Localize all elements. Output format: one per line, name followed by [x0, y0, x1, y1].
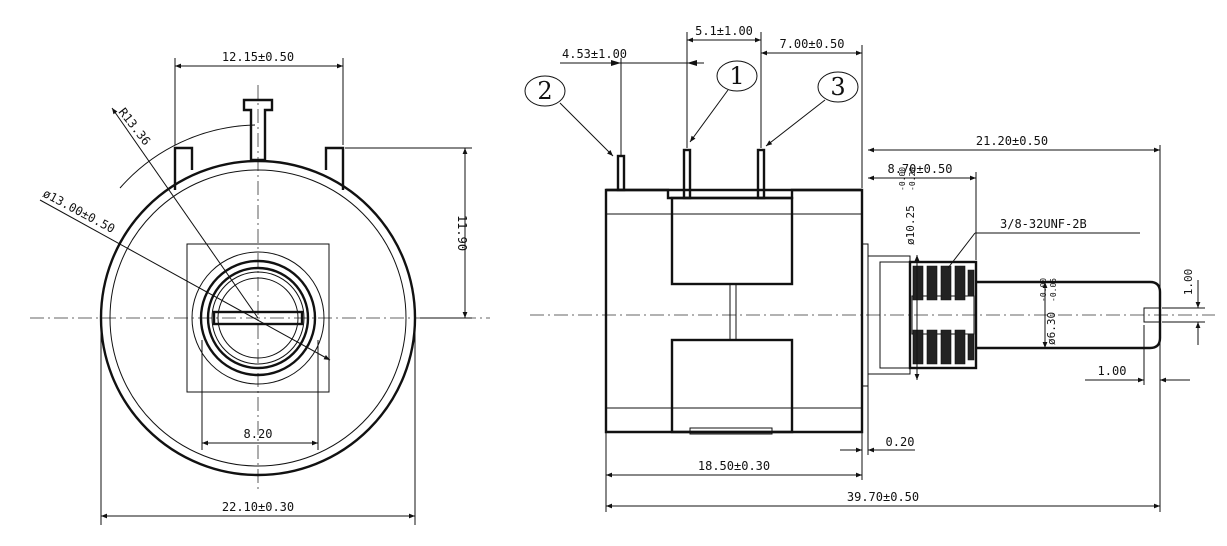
thread-lower [912, 329, 975, 365]
thread-leader-diag [947, 232, 976, 269]
terminal-1 [682, 148, 692, 200]
thread-upper [912, 265, 975, 301]
bushing-length-label: 8.70±0.50 [887, 162, 952, 176]
slot-depth-label: 1.00 [1098, 364, 1127, 378]
housing-inner-ring [109, 169, 407, 467]
bushing-diameter-dim-group: ø10.25 -0.00 -0.20 [898, 167, 917, 245]
front-view: R13.36 ø13.00±0.50 12.15±0.50 11.90 8.20… [30, 50, 490, 525]
upper-window [670, 196, 794, 286]
shaft-outline [211, 271, 305, 365]
side-view: 2 1 3 4.53±1.00 5.1±1.00 7.00±0.50 21.20… [524, 24, 1215, 512]
shaft-face [217, 277, 299, 359]
outer-diameter-dim-label: ø13.00±0.50 [41, 186, 118, 236]
body-length-label: 18.50±0.30 [698, 459, 770, 473]
bushing-diameter-label: ø10.25 [904, 205, 917, 245]
thread-spec-label: 3/8-32UNF-2B [1000, 217, 1087, 231]
pitch-a-arrow-left [611, 60, 621, 66]
shaft-width-dim-label: 8.20 [244, 427, 273, 441]
terminal-3 [756, 148, 766, 200]
bushing-tol-lower-label: -0.20 [908, 167, 917, 191]
pitch-a-label: 4.53±1.00 [562, 47, 627, 61]
bushing-ring [199, 259, 317, 377]
callout-3-label: 3 [830, 73, 845, 101]
overall-width-dim-label: 22.10±0.30 [222, 500, 294, 514]
bottom-slot [689, 427, 773, 435]
body-outline [604, 188, 864, 434]
bushing-inner-ring [206, 266, 310, 370]
callout-1-bubble [716, 60, 758, 92]
pitch-b-label: 5.1±1.00 [695, 24, 753, 38]
shaft-tol-upper-label: -0.00 [1039, 278, 1048, 302]
right-lug [324, 146, 345, 190]
radius-arc [119, 124, 256, 189]
shaft-slot [212, 310, 304, 326]
callout-1-leader [689, 89, 729, 143]
threaded-bushing [908, 260, 978, 370]
bushing-tol-upper-label: -0.00 [898, 167, 907, 191]
anti-rotation-tab [242, 98, 274, 162]
left-lug [173, 146, 194, 190]
flange-thickness-label: 0.20 [886, 435, 915, 449]
radius-leader [111, 107, 259, 319]
callout-3-leader [765, 99, 826, 147]
pitch-c-label: 7.00±0.50 [779, 37, 844, 51]
shaft-diameter-dim-group: ø6.30 -0.00 -0.05 [1039, 278, 1058, 345]
outer-diameter-leader [39, 199, 331, 361]
shaft-length-label: 21.20±0.50 [976, 134, 1048, 148]
mounting-nut-outline [186, 243, 330, 393]
pitch-a-arrow-right [687, 60, 697, 66]
terminal-2 [616, 154, 626, 192]
bushing-ring-outer [191, 251, 325, 385]
overall-length-label: 39.70±0.50 [847, 490, 919, 504]
callout-2-leader [559, 102, 614, 157]
callout-2-label: 2 [537, 77, 552, 105]
radius-dim-label: R13.36 [116, 105, 154, 148]
height-dim-label: 11.90 [455, 215, 469, 251]
callout-2-bubble [524, 75, 566, 107]
shaft-tol-lower-label: -0.05 [1049, 278, 1058, 302]
width-dim-label: 12.15±0.50 [222, 50, 294, 64]
slot-width-label: 1.00 [1182, 269, 1195, 296]
callout-3-bubble [817, 71, 859, 103]
callout-1-label: 1 [729, 62, 744, 90]
lower-window [670, 338, 794, 434]
shaft-diameter-label: ø6.30 [1045, 312, 1058, 345]
